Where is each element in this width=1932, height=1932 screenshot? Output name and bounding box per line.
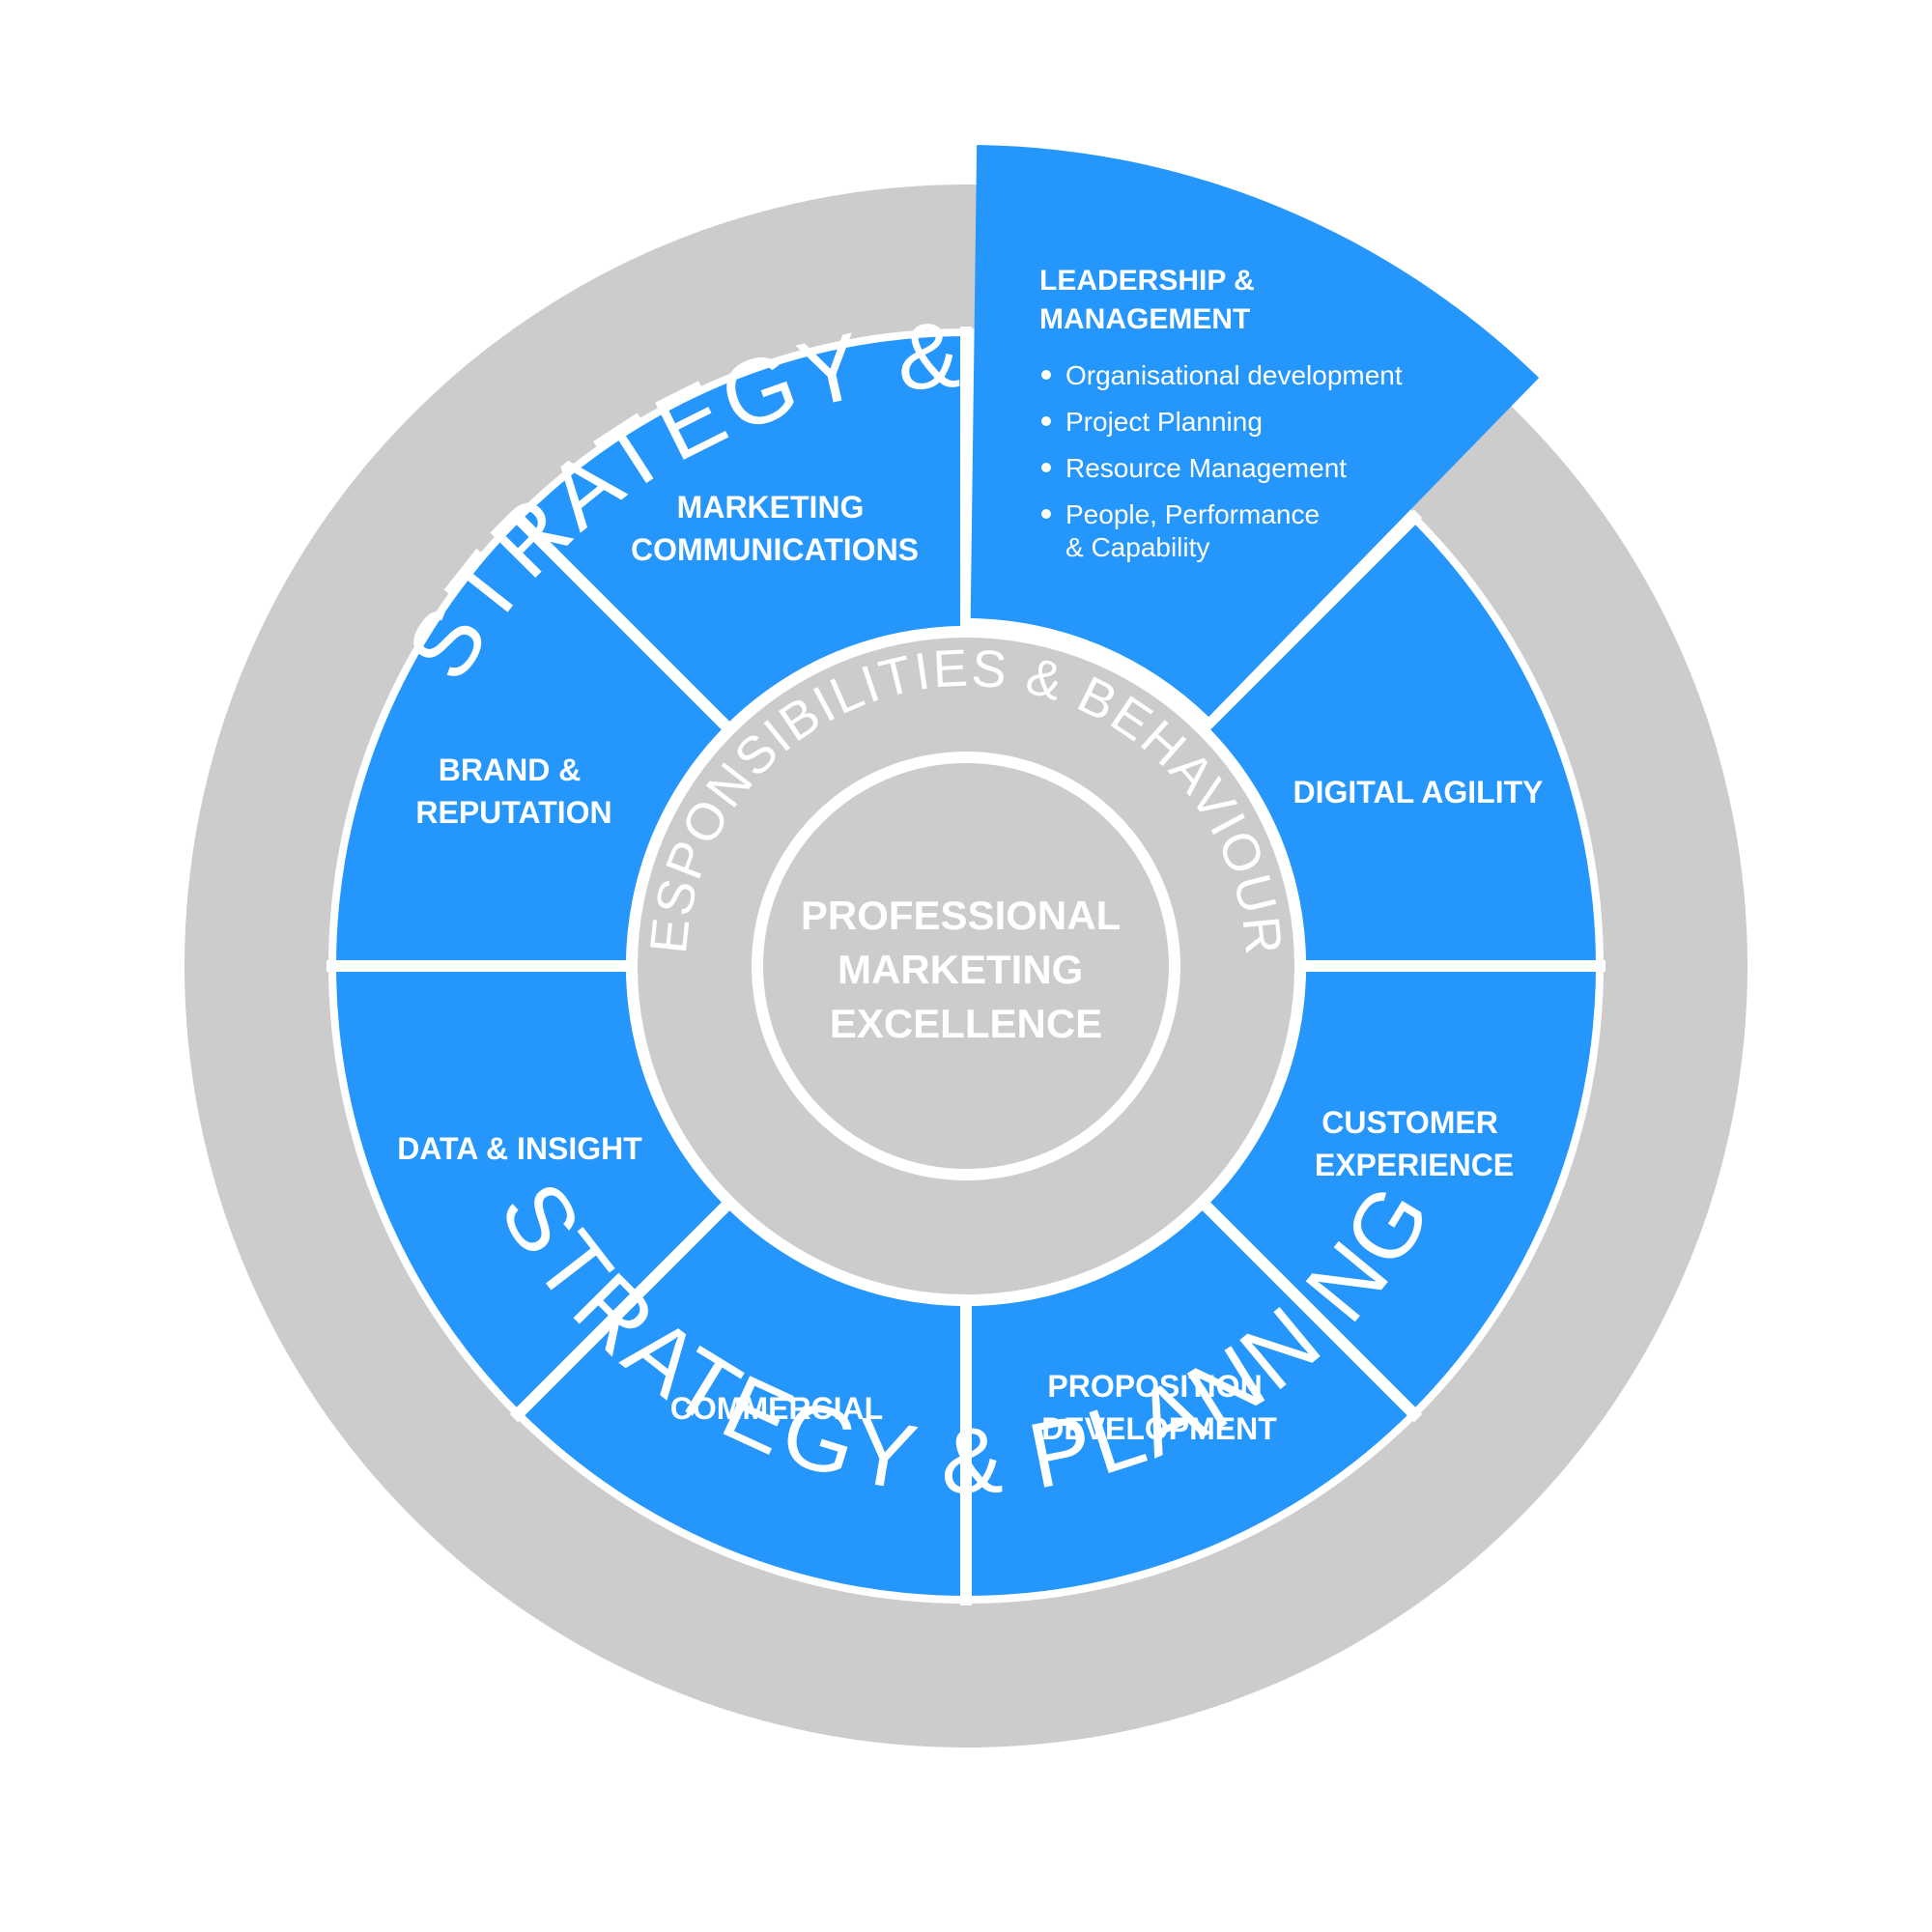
segment-label-data-insight: DATA & INSIGHT	[397, 1131, 642, 1166]
segment-label-customer-experience: CUSTOMER EXPERIENCE	[1315, 1105, 1514, 1182]
segment-label-brand-reputation: BRAND & REPUTATION	[415, 753, 611, 830]
segment-divider	[1201, 1201, 1423, 1423]
segment-divider	[509, 509, 731, 731]
segment-divider	[1201, 509, 1423, 731]
segment-label-proposition-development: PROPOSITION DEVELOPMENT	[1041, 1369, 1277, 1446]
segment-leadership-highlighted[interactable]	[970, 145, 1540, 718]
leadership-bullet: People, Performance	[1065, 499, 1320, 529]
leadership-bullet-continued: & Capability	[1065, 532, 1209, 562]
bullet-dot	[1041, 416, 1051, 426]
segment-divider	[509, 1201, 731, 1423]
center-label-line: PROFESSIONAL	[801, 893, 1121, 938]
segment-label-digital-agility: DIGITAL AGILITY	[1293, 775, 1544, 810]
bullet-dot	[1041, 463, 1051, 472]
center-label: PROFESSIONAL MARKETING EXCELLENCE	[801, 893, 1131, 1046]
segments-layer	[327, 145, 1605, 1605]
leadership-bullet: Organisational development	[1065, 360, 1403, 390]
segment-label-leadership-management: LEADERSHIP & MANAGEMENT	[1039, 265, 1263, 335]
segment-label-marketing-communications: MARKETING COMMUNICATIONS	[631, 490, 919, 567]
center-circle	[763, 763, 1169, 1169]
bullet-dot	[1041, 509, 1051, 519]
leadership-bullet: Project Planning	[1065, 407, 1263, 437]
segment-label-commercial: COMMERCIAL	[670, 1391, 883, 1426]
bullet-dot	[1041, 370, 1051, 380]
leadership-bullet-list: Organisational development Project Plann…	[1041, 360, 1403, 562]
center-label-line: EXCELLENCE	[830, 1001, 1102, 1046]
leadership-bullet: Resource Management	[1065, 453, 1347, 483]
center-label-line: MARKETING	[838, 947, 1083, 992]
